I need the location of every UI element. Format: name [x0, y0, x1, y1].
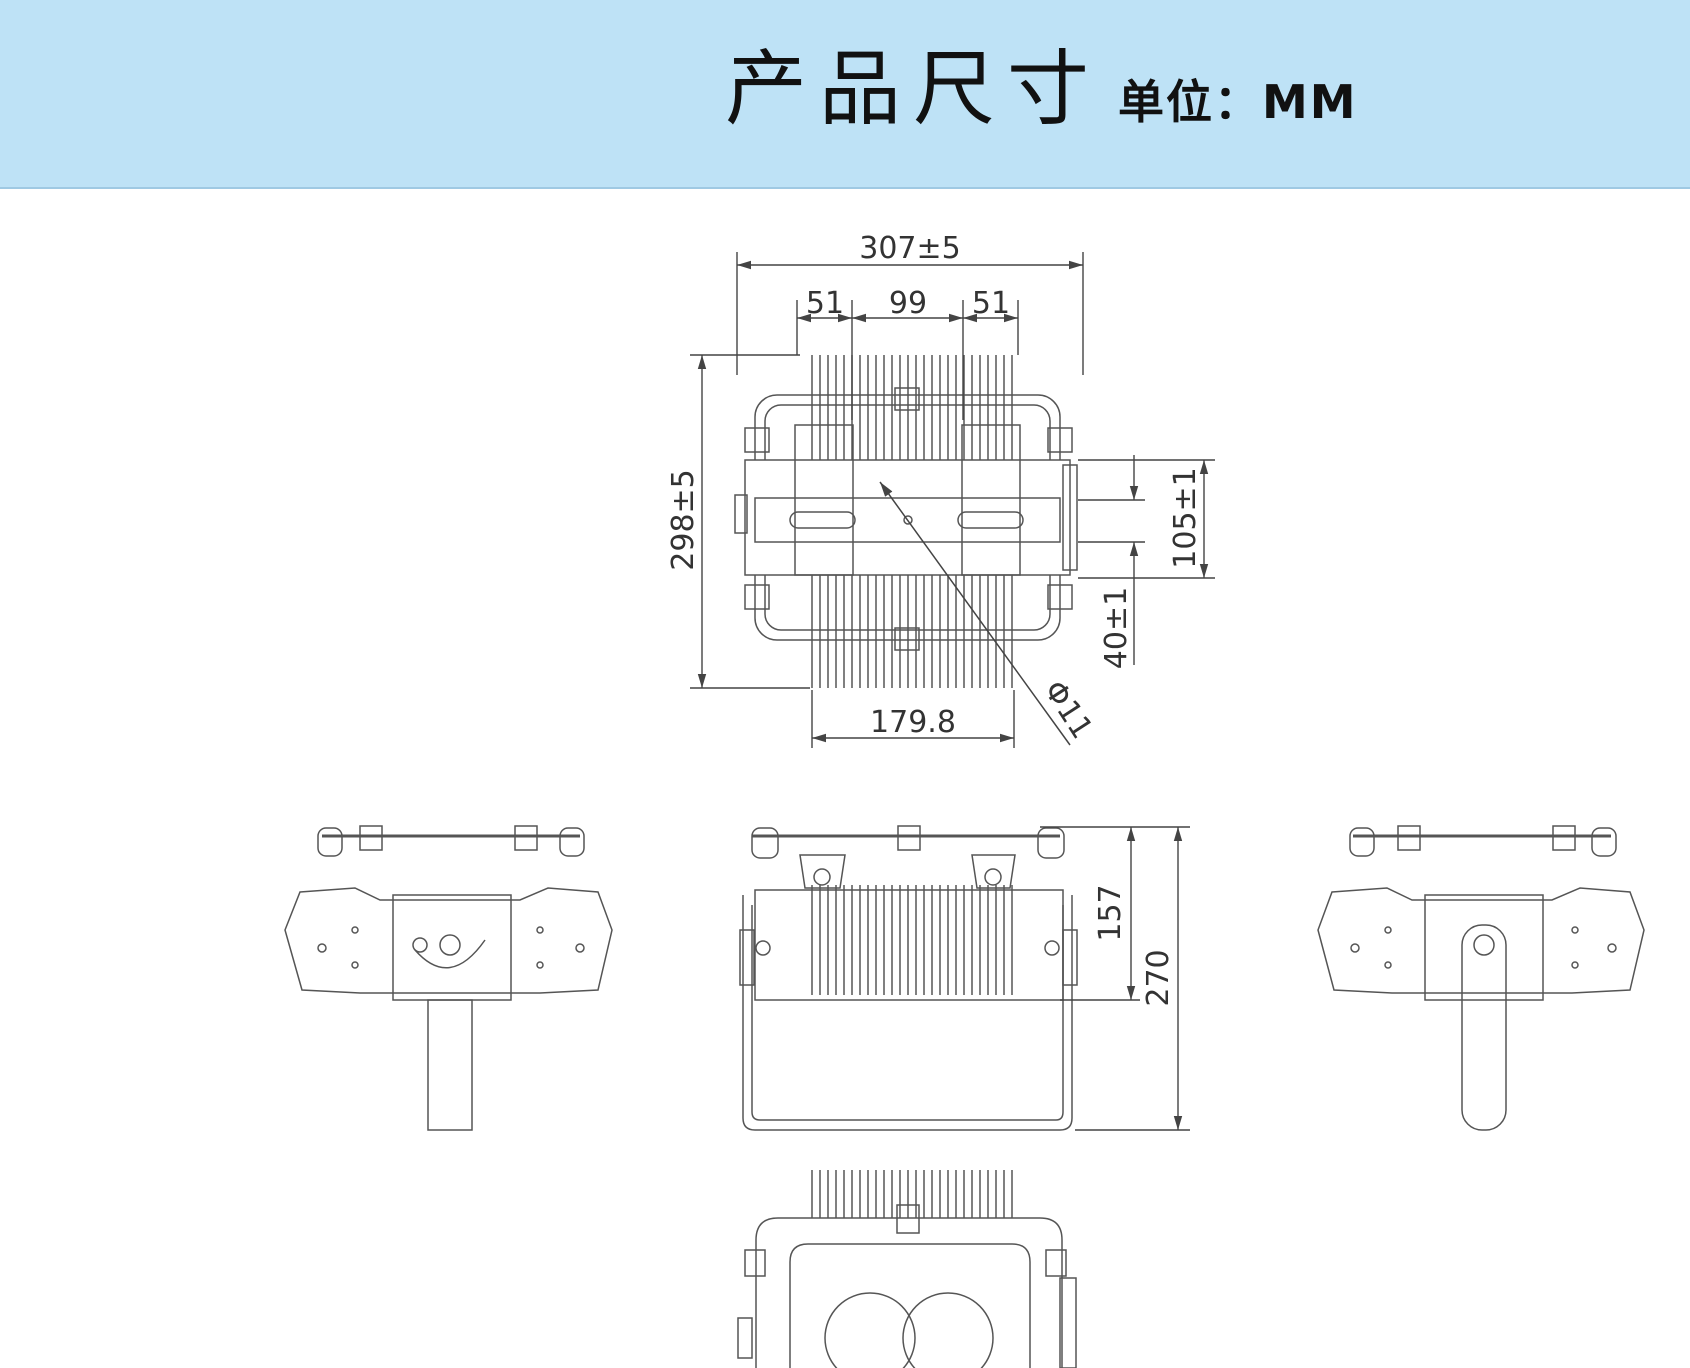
mount-bracket — [744, 459, 1071, 576]
left-side-arm — [427, 999, 473, 1131]
slot-left — [789, 511, 856, 529]
side-knob — [734, 494, 748, 534]
bolt-right — [984, 868, 1002, 886]
front-hole-right — [1044, 940, 1060, 956]
left-side-plate — [392, 894, 512, 1001]
left-side-pivot — [412, 937, 428, 953]
dim-bracket-width: 105±1 — [1168, 467, 1203, 568]
side-box — [1062, 464, 1078, 571]
bottom-clamp-right — [1045, 1249, 1067, 1277]
dim-overall-height: 298±5 — [666, 469, 701, 570]
clamp-bottom — [894, 627, 920, 651]
clamp-br — [1047, 584, 1073, 610]
dim-right-spacing: 51 — [972, 286, 1010, 321]
clamp-bl — [744, 584, 770, 610]
front-view-dimensions — [1040, 826, 1190, 1131]
right-side-view — [1317, 825, 1645, 1131]
front-clamp-top — [897, 825, 921, 851]
front-clamp-right — [1037, 827, 1065, 859]
left-side-housing — [284, 887, 613, 994]
front-hole-left — [755, 940, 771, 956]
left-side-bolt — [439, 934, 461, 956]
bolt-left — [813, 868, 831, 886]
left-clamp-d — [514, 825, 538, 851]
bottom-housing — [755, 1217, 1063, 1368]
right-side-housing — [1317, 887, 1645, 994]
front-u-bracket — [742, 895, 1073, 1131]
top-view-dimensions — [690, 252, 1215, 748]
slot-right — [957, 511, 1024, 529]
top-view — [734, 355, 1078, 746]
left-side-view — [284, 825, 613, 1131]
bracket-arm-right — [961, 424, 1021, 576]
mount-block-left — [799, 854, 846, 889]
right-side-bolt — [1473, 934, 1495, 956]
bottom-window — [789, 1243, 1031, 1368]
right-side-arm — [1461, 924, 1507, 1131]
bracket-arm-left — [794, 424, 854, 576]
dim-hole-diameter: Φ11 — [1036, 674, 1099, 745]
front-clamp-left — [751, 827, 779, 859]
right-clamp-a — [1349, 827, 1375, 857]
fins-bottom — [811, 575, 1013, 688]
bottom-view — [737, 1170, 1077, 1368]
bottom-clamp-left — [744, 1249, 766, 1277]
bottom-knob — [737, 1317, 753, 1359]
front-fins — [811, 885, 1013, 995]
left-side-arc — [414, 939, 486, 969]
fins-top — [811, 355, 1013, 460]
bottom-lens-right — [902, 1292, 994, 1368]
mount-block-right — [971, 854, 1016, 889]
dim-body-height: 157 — [1093, 884, 1128, 941]
left-clamp-b — [559, 827, 585, 857]
center-hole — [903, 515, 913, 525]
bottom-clamp-top — [896, 1204, 920, 1234]
dim-total-height: 270 — [1141, 949, 1176, 1006]
dim-center-spacing: 99 — [889, 286, 927, 321]
clamp-tr — [1047, 427, 1073, 453]
left-clamp-c — [359, 825, 383, 851]
front-view — [739, 825, 1078, 1131]
front-body — [754, 889, 1064, 1001]
dim-fin-width: 179.8 — [870, 705, 956, 740]
front-knob-left — [739, 929, 755, 986]
right-clamp-d — [1552, 825, 1576, 851]
bottom-lens-left — [824, 1292, 916, 1368]
unit-label: 单位：MM — [1118, 75, 1358, 129]
front-u-bracket-inner — [751, 905, 1064, 1121]
clamp-top — [894, 387, 920, 411]
dim-bracket-offset: 40±1 — [1099, 587, 1134, 669]
right-clamp-b — [1591, 827, 1617, 857]
header-bar: 产品尺寸 单位：MM — [0, 0, 1690, 189]
dim-left-spacing: 51 — [806, 286, 844, 321]
front-knob-right — [1062, 929, 1078, 986]
page-title: 产品尺寸 — [725, 42, 1102, 137]
dim-overall-width: 307±5 — [859, 231, 960, 266]
bottom-fins — [811, 1170, 1013, 1218]
bottom-side-box — [1059, 1277, 1077, 1368]
left-clamp-a — [317, 827, 343, 857]
clamp-tl — [744, 427, 770, 453]
front-view-labels: 157 270 — [1093, 884, 1176, 1006]
bracket-slot-band — [754, 497, 1061, 543]
right-clamp-c — [1397, 825, 1421, 851]
right-side-plate — [1424, 894, 1544, 1001]
